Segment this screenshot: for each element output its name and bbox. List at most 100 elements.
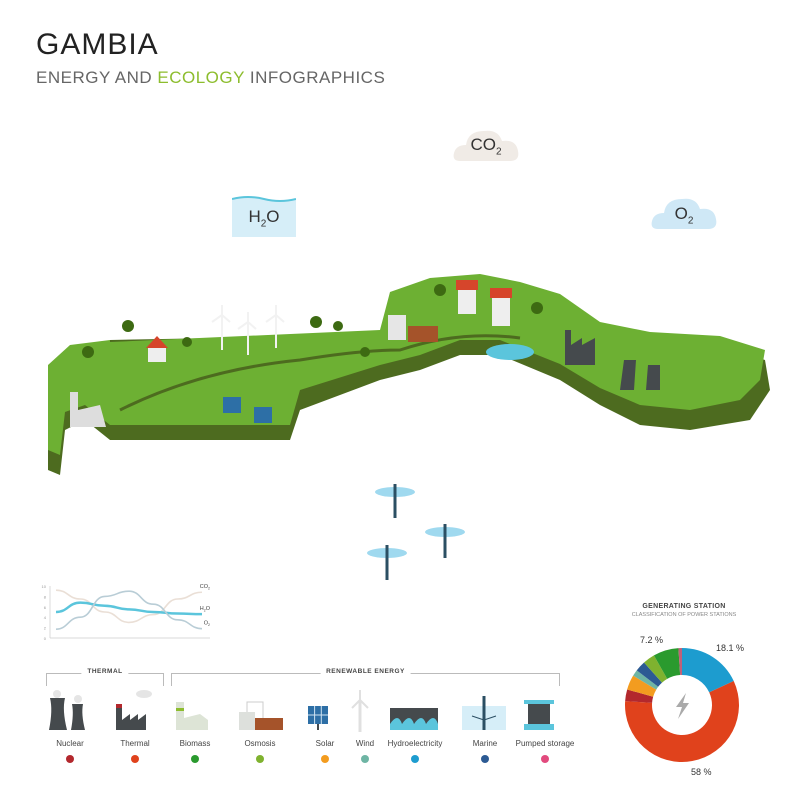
lightning-icon xyxy=(676,693,689,719)
y-tick-label: 0 xyxy=(44,636,47,641)
series-line-o2 xyxy=(55,590,203,630)
donut-label-biomass: 7.2 % xyxy=(640,635,664,645)
donut-slice-nuclear xyxy=(625,689,654,703)
biomass-icon xyxy=(176,702,208,730)
subtitle-part: INFOGRAPHICS xyxy=(244,68,386,87)
donut-slice-biomass xyxy=(653,648,681,679)
legend-color-dot xyxy=(131,755,139,763)
donut-label-hydro: 18.1 % xyxy=(716,643,745,653)
donut-slice-solar xyxy=(627,675,657,697)
h2o-sub: 2 xyxy=(260,218,267,230)
legend-color-dot xyxy=(256,755,264,763)
o2-cloud: O2 xyxy=(650,193,718,231)
wind-icon xyxy=(351,690,369,732)
legend-label: Solar xyxy=(315,739,335,748)
legend-color-dot xyxy=(541,755,549,763)
factory-icon xyxy=(565,330,595,365)
thermal-group-label: THERMAL xyxy=(81,668,129,675)
donut-header: GENERATING STATION CLASSIFICATION OF POW… xyxy=(600,603,768,618)
series-label-o2: O2 xyxy=(204,621,210,628)
nuclear-icon xyxy=(49,690,85,730)
y-tick-label: 8 xyxy=(44,594,47,599)
osmosis-icon xyxy=(239,701,283,730)
series-label-h2o: H2O xyxy=(200,606,211,613)
legend-label: Thermal xyxy=(120,739,150,748)
co2-sub: 2 xyxy=(495,146,502,158)
osmosis-icon xyxy=(388,315,438,342)
legend-color-dot xyxy=(411,755,419,763)
o2-sub: 2 xyxy=(687,215,694,227)
nuclear-plant-icon xyxy=(620,360,660,390)
donut-slice-wind xyxy=(633,670,659,690)
legend-label: Osmosis xyxy=(244,739,276,748)
cloud-icon xyxy=(453,130,519,161)
legend-label: Nuclear xyxy=(56,739,84,748)
house-icon xyxy=(490,288,512,326)
series-line-h2o xyxy=(55,601,203,616)
o2-label: O xyxy=(674,204,688,223)
subtitle-part: ENERGY AND xyxy=(36,68,158,87)
thermal-icon xyxy=(116,690,152,730)
page-subtitle: ENERGY AND ECOLOGY INFOGRAPHICS xyxy=(36,68,385,88)
y-tick-label: 4 xyxy=(44,615,47,620)
legend-item-wind: Wind xyxy=(330,690,400,763)
subtitle-ecology: ECOLOGY xyxy=(157,68,245,87)
legend-color-dot xyxy=(66,755,74,763)
legend-item-osmosis: Osmosis xyxy=(225,690,295,763)
y-tick-label: 10 xyxy=(42,584,47,589)
legend-item-biomass: Biomass xyxy=(160,690,230,763)
cloud-icon xyxy=(651,198,717,229)
series-line-co2 xyxy=(55,589,203,624)
house-icon xyxy=(456,280,478,314)
legend-item-nuclear: Nuclear xyxy=(35,690,105,763)
legend-color-dot xyxy=(481,755,489,763)
series-label-post: O xyxy=(206,606,211,612)
legend-color-dot xyxy=(191,755,199,763)
series-label-co2: CO2 xyxy=(200,584,210,591)
marine-turbine-icon xyxy=(367,484,465,580)
legend-item-thermal: Thermal xyxy=(100,690,170,763)
palm-tree-icon xyxy=(82,284,543,358)
donut-title: GENERATING STATION xyxy=(642,603,726,610)
pumped-storage-icon xyxy=(524,700,554,730)
marine-icon xyxy=(462,696,506,730)
series-label-text: H xyxy=(200,606,204,612)
legend-label: Hydroelectricity xyxy=(387,739,443,748)
gambia-river xyxy=(119,334,521,412)
donut-slice-pumped-storage xyxy=(678,648,682,676)
generating-station-donut xyxy=(625,648,739,762)
donut-slice-osmosis xyxy=(644,655,668,683)
h2o-flag: H2O xyxy=(232,195,296,237)
page-title: GAMBIA xyxy=(36,28,159,61)
hydroelectricity-icon xyxy=(390,708,438,730)
biomass-icon xyxy=(70,392,106,427)
series-label-sub: 2 xyxy=(208,587,210,591)
donut-label-thermal: 58 % xyxy=(691,767,712,777)
h2o-label: H xyxy=(248,207,261,226)
wind-turbine-icon xyxy=(211,305,285,355)
legend-label: Biomass xyxy=(179,739,211,748)
co2-label: CO xyxy=(470,135,496,154)
house-icon xyxy=(146,336,168,362)
series-label-text: CO xyxy=(200,584,209,590)
solar-icon xyxy=(308,706,328,730)
renewable-group: RENEWABLE ENERGY xyxy=(171,668,560,686)
h2o-post: O xyxy=(266,207,280,226)
legend-color-dot xyxy=(321,755,329,763)
donut-slice-marine xyxy=(636,662,663,687)
legend-item-solar: Solar xyxy=(290,690,360,763)
legend-item-pumped-storage: Pumped storage xyxy=(510,690,580,763)
series-label-sub: 2 xyxy=(204,609,206,613)
donut-subtitle: CLASSIFICATION OF POWER STATIONS xyxy=(631,612,737,618)
series-label-sub: 2 xyxy=(208,623,210,627)
legend-label: Wind xyxy=(355,739,375,748)
legend-color-dot xyxy=(361,755,369,763)
donut-slice-hydroelectricity xyxy=(682,648,734,693)
renewable-group-label: RENEWABLE ENERGY xyxy=(320,668,411,675)
gambia-map xyxy=(48,274,770,580)
y-tick-label: 6 xyxy=(44,605,47,610)
legend-label: Marine xyxy=(472,739,498,748)
water-icon xyxy=(232,196,296,237)
co2-cloud: CO2 xyxy=(452,125,520,163)
